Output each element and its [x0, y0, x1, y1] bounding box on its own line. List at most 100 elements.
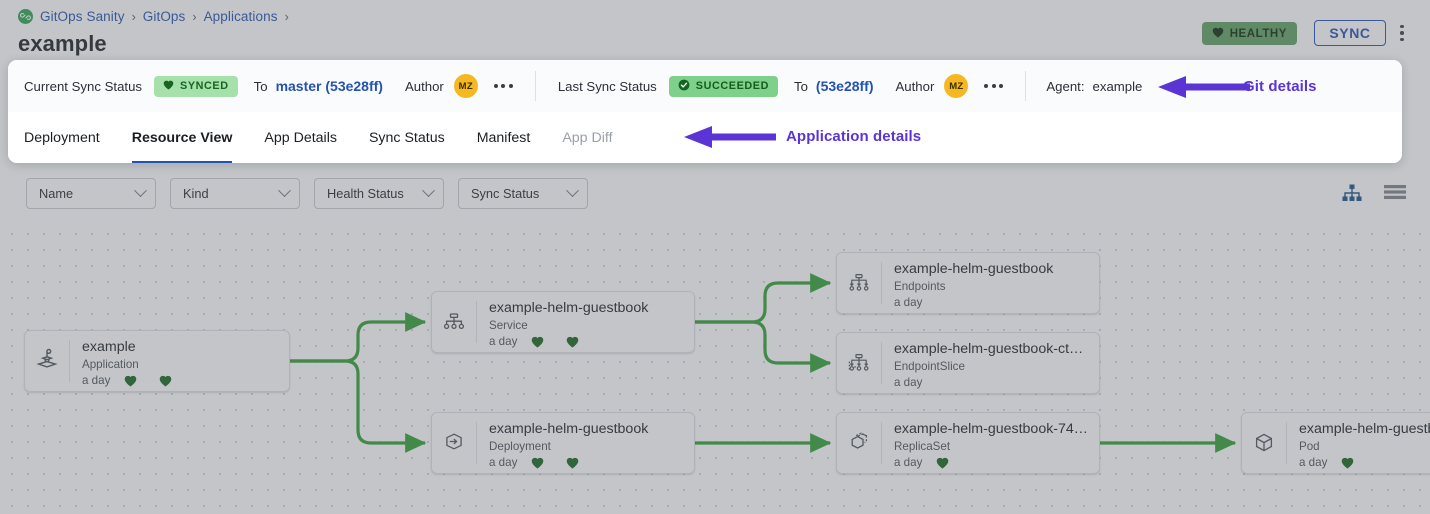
node-title: example-helm-guestbook-74…	[894, 421, 1088, 437]
node-kind: Application	[82, 358, 139, 371]
node-age: a day	[489, 456, 518, 469]
node-kind: Service	[489, 319, 528, 332]
divider	[534, 71, 536, 101]
node-title: example-helm-guestbook	[489, 300, 649, 316]
node-divider	[1286, 422, 1287, 464]
current-revision-link[interactable]: master (53e28ff)	[275, 78, 383, 94]
node-age: a day	[1299, 456, 1328, 469]
filter-name[interactable]: Name	[26, 178, 156, 209]
node-title: example-helm-guestbook-ct…	[894, 341, 1084, 357]
k8s-pod-icon	[1242, 413, 1286, 473]
node-meta: a day	[1299, 455, 1430, 471]
application-details-arrow-icon	[684, 126, 776, 148]
node-meta: a day	[894, 375, 1089, 391]
tree-view-icon[interactable]	[1342, 184, 1362, 204]
resource-graph-canvas[interactable]: example Application a day	[0, 222, 1430, 514]
last-to-label: To	[793, 78, 808, 94]
node-body: example Application a day	[70, 331, 289, 391]
last-sync-status-label: Last Sync Status	[557, 78, 657, 94]
node-divider	[881, 422, 882, 464]
current-sync-status-pill[interactable]: SYNCED	[154, 75, 238, 97]
tab-deployment[interactable]: Deployment	[24, 129, 100, 146]
tab-app-diff[interactable]: App Diff	[562, 129, 613, 146]
last-author-label: Author	[895, 78, 935, 94]
more-options-icon[interactable]	[1394, 21, 1410, 45]
node-title: example-helm-guestbook	[489, 421, 649, 437]
filter-bar: Name Kind Health Status Sync Status	[26, 178, 588, 209]
health-heart-icon	[531, 457, 544, 469]
divider	[1025, 71, 1027, 101]
node-kind: Pod	[1299, 440, 1320, 453]
k8s-endpointslice-icon	[837, 333, 881, 393]
node-kind: EndpointSlice	[894, 360, 965, 373]
node-meta: a day	[82, 373, 279, 389]
breadcrumb-item-1[interactable]: GitOps	[142, 9, 186, 24]
k8s-service-icon	[432, 292, 476, 352]
node-body: example-helm-guestbook Service a day	[477, 292, 694, 352]
chevron-down-icon	[278, 184, 291, 198]
last-sync-status-pill-label: SUCCEEDED	[695, 80, 769, 92]
node-body: example-helm-guestbook-74… Pod a day	[1287, 413, 1430, 473]
last-sync-status-pill[interactable]: SUCCEEDED	[668, 75, 778, 97]
last-more-icon[interactable]	[984, 84, 1004, 88]
graph-node-endpoints[interactable]: example-helm-guestbook Endpoints a day	[836, 252, 1100, 314]
page-title: example	[18, 31, 107, 56]
node-title: example-helm-guestbook	[894, 261, 1054, 277]
health-badge-label: HEALTHY	[1229, 27, 1287, 40]
graph-node-pod[interactable]: example-helm-guestbook-74… Pod a day	[1241, 412, 1430, 474]
tab-resource-view[interactable]: Resource View	[131, 112, 232, 163]
last-revision-link[interactable]: (53e28ff)	[815, 78, 874, 94]
node-title: example-helm-guestbook-74…	[1299, 421, 1430, 437]
chevron-down-icon	[422, 184, 435, 198]
current-to-label: To	[253, 78, 268, 94]
heart-icon	[163, 80, 174, 93]
graph-node-application[interactable]: example Application a day	[24, 330, 290, 392]
sync-button[interactable]: SYNC	[1314, 20, 1386, 46]
node-body: example-helm-guestbook-ct… EndpointSlice…	[882, 333, 1099, 393]
avatar[interactable]: MZ	[453, 74, 478, 98]
graph-node-deployment[interactable]: example-helm-guestbook Deployment a day	[431, 412, 695, 474]
filter-health-status-label: Health Status	[327, 186, 404, 201]
check-circle-icon	[678, 79, 690, 94]
avatar[interactable]: MZ	[944, 74, 969, 98]
filter-name-label: Name	[39, 186, 74, 201]
graph-edges	[290, 273, 1237, 453]
git-details-arrow-icon	[1158, 76, 1250, 98]
k8s-endpoints-icon	[837, 253, 881, 313]
node-divider	[881, 342, 882, 384]
health-heart-icon	[1341, 457, 1354, 469]
breadcrumb-item-2[interactable]: Applications	[203, 9, 278, 24]
node-divider	[69, 340, 70, 382]
sync-heart-icon	[159, 375, 172, 387]
health-heart-icon	[124, 375, 137, 387]
tab-sync-status[interactable]: Sync Status	[368, 129, 445, 146]
chevron-down-icon	[566, 184, 579, 198]
graph-node-endpointslice[interactable]: example-helm-guestbook-ct… EndpointSlice…	[836, 332, 1100, 394]
filter-sync-status[interactable]: Sync Status	[458, 178, 588, 209]
argo-logo-icon	[18, 9, 33, 24]
node-kind: ReplicaSet	[894, 440, 951, 453]
agent-value: example	[1092, 78, 1143, 94]
current-sync-status-label: Current Sync Status	[24, 78, 143, 94]
tab-manifest[interactable]: Manifest	[476, 129, 531, 146]
breadcrumb-item-0[interactable]: GitOps Sanity	[40, 9, 125, 24]
current-author-label: Author	[404, 78, 444, 94]
list-view-icon[interactable]	[1384, 184, 1406, 204]
k8s-deployment-icon	[432, 413, 476, 473]
node-age: a day	[894, 456, 923, 469]
tab-app-details[interactable]: App Details	[264, 129, 337, 146]
filter-kind[interactable]: Kind	[170, 178, 300, 209]
status-badge-health[interactable]: HEALTHY	[1201, 22, 1297, 45]
graph-node-replicaset[interactable]: example-helm-guestbook-74… ReplicaSet a …	[836, 412, 1100, 474]
argo-application-icon	[25, 331, 69, 391]
graph-node-service[interactable]: example-helm-guestbook Service a day	[431, 291, 695, 353]
node-age: a day	[894, 296, 923, 309]
node-meta: a day	[489, 334, 684, 350]
current-more-icon[interactable]	[493, 84, 513, 88]
node-divider	[476, 301, 477, 343]
filter-health-status[interactable]: Health Status	[314, 178, 444, 209]
view-toggle-group	[1342, 184, 1406, 204]
health-heart-icon	[936, 457, 949, 469]
node-divider	[476, 422, 477, 464]
